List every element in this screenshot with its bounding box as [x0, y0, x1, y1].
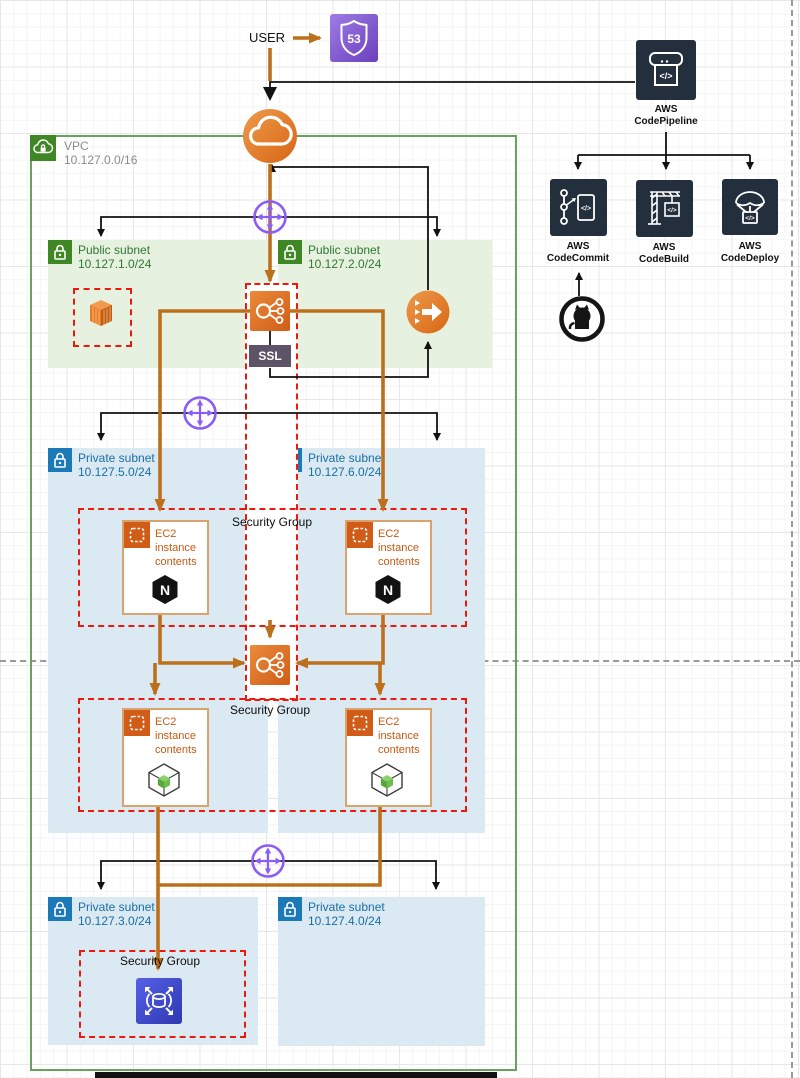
nginx-icon: N	[375, 575, 401, 604]
elb-icon	[250, 645, 290, 685]
security-group-label: Security Group	[119, 954, 201, 968]
nginx-icon: N	[152, 575, 178, 604]
security-group-label: Security Group	[231, 515, 313, 529]
svg-text:</>: </>	[667, 207, 677, 214]
github-icon	[559, 296, 605, 342]
page-break-vertical	[791, 0, 793, 1078]
vpc-icon	[30, 135, 56, 161]
elb-icon	[250, 291, 290, 331]
svg-text:N: N	[160, 582, 170, 598]
svg-text:</>: </>	[659, 71, 672, 81]
ec2-badge-icon	[124, 522, 150, 548]
ec2-badge-icon	[347, 522, 373, 548]
svg-text:N: N	[383, 582, 393, 598]
public-subnet-lock-icon	[48, 240, 72, 264]
ec2-badge-icon	[347, 710, 373, 736]
svg-text:</>: </>	[581, 206, 591, 213]
private-subnet-lock-icon	[48, 897, 72, 921]
bottom-page-bar	[95, 1072, 497, 1078]
security-group-ec2-public	[73, 288, 132, 347]
security-group-db	[79, 950, 246, 1038]
codepipeline-icon: </>	[636, 40, 696, 100]
ec2-instance-label: EC2 instance contents	[155, 716, 197, 756]
nat-gateway-icon	[406, 290, 450, 334]
svg-text:</>: </>	[745, 215, 755, 222]
app-module-icon	[148, 763, 180, 797]
private-subnet-lock-icon	[48, 448, 72, 472]
private-subnet-lock-icon	[278, 897, 302, 921]
codedeploy-icon: </>	[722, 179, 778, 235]
ec2-instance-label: EC2 instance contents	[155, 528, 197, 568]
router-icon	[251, 844, 285, 878]
rds-icon	[136, 978, 182, 1024]
svg-text:53: 53	[347, 32, 361, 46]
ec2-instance-web-1: EC2 instance contents N	[122, 520, 209, 615]
codecommit-icon: </>	[550, 179, 607, 236]
router-icon	[183, 396, 217, 430]
public-subnet-lock-icon	[278, 240, 302, 264]
ec2-icon	[90, 300, 112, 326]
security-group-label: Security Group	[229, 703, 311, 717]
ec2-badge-icon	[124, 710, 150, 736]
app-module-icon	[371, 763, 403, 797]
ec2-instance-label: EC2 instance contents	[378, 716, 420, 756]
ec2-instance-web-2: EC2 instance contents N	[345, 520, 432, 615]
internet-gateway-icon	[243, 109, 297, 163]
route53-icon: 53	[330, 14, 378, 62]
ssl-badge: SSL	[249, 345, 291, 367]
router-icon	[253, 200, 287, 234]
user-label: USER	[248, 30, 286, 45]
vpc-label: VPC 10.127.0.0/16	[64, 139, 138, 167]
ec2-instance-app-2: EC2 instance contents	[345, 708, 432, 807]
codebuild-icon: </>	[636, 180, 693, 237]
ec2-instance-app-1: EC2 instance contents	[122, 708, 209, 807]
ec2-instance-label: EC2 instance contents	[378, 528, 420, 568]
